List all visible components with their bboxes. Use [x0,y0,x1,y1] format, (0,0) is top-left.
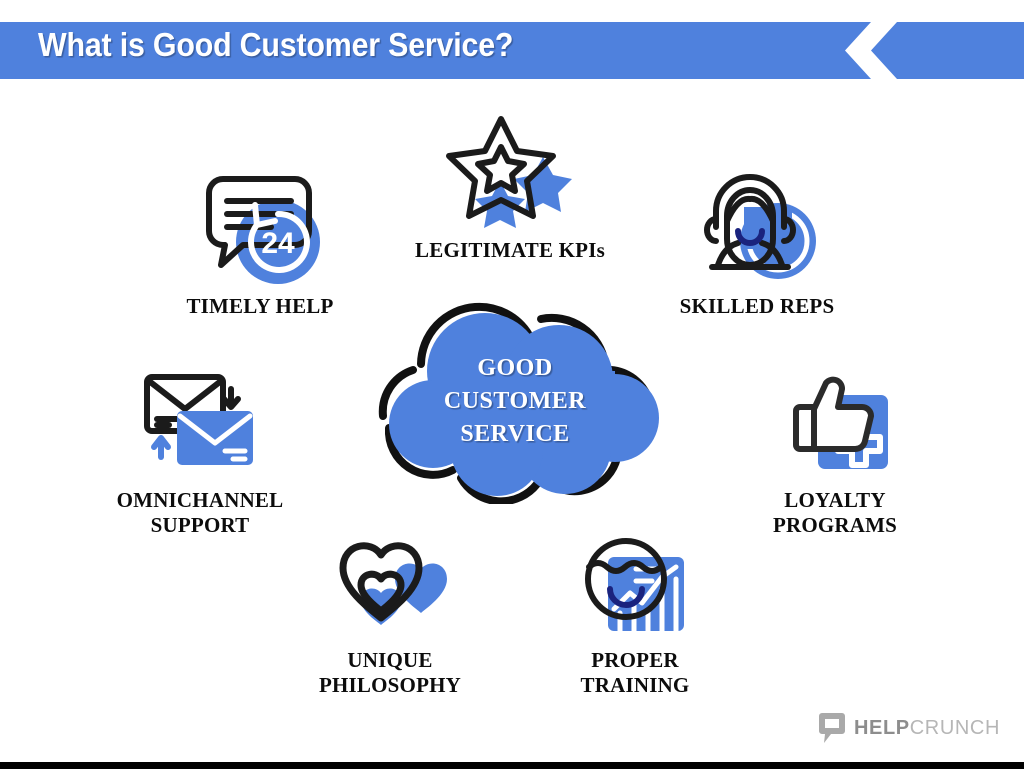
node-label: TIMELY HELP [145,294,375,319]
node-label-line: PROPER [591,648,679,672]
node-unique-philosophy[interactable]: UNIQUE PHILOSOPHY [275,522,505,698]
node-timely-help[interactable]: 24 TIMELY HELP [145,168,375,319]
node-label-line: TIMELY HELP [186,294,334,318]
node-skilled-reps[interactable]: SKILLED REPS [642,168,872,319]
center-cloud-node: GOOD CUSTOMER SERVICE [355,282,675,504]
smiling-face-chart-icon [585,538,684,634]
bottom-rule [0,762,1024,769]
node-label-line: TRAINING [580,673,690,697]
node-label-line: SUPPORT [150,513,250,537]
headset-agent-icon [704,174,816,279]
node-loyalty-programs[interactable]: LOYALTY PROGRAMS [720,362,950,538]
brand-name-bold: HELP [853,716,910,739]
node-label: OMNICHANNEL SUPPORT [85,488,315,538]
chat-bubble-icon [818,713,845,743]
node-icon-wrap [395,112,625,232]
node-icon-wrap [720,362,950,482]
brand-name-light: CRUNCH [909,716,1000,739]
node-icon-wrap [642,168,872,288]
node-proper-training[interactable]: PROPER TRAINING [520,522,750,698]
cloud-icon [378,302,659,504]
node-label-line: UNIQUE [347,648,433,672]
brand-wordmark: HELPCRUNCH [854,717,1000,740]
timely-24-text: 24 [261,227,295,260]
hearts-icon [339,542,447,625]
node-icon-wrap [520,522,750,642]
double-chevron-left-icon [845,22,897,79]
speech-bubble-24h-icon: 24 [206,176,320,284]
star-icon [446,116,572,228]
node-label-line: LOYALTY [784,488,886,512]
node-label-line: LEGITIMATE KPIs [415,238,605,262]
thumbs-up-card-icon [793,376,888,469]
node-label: LOYALTY PROGRAMS [720,488,950,538]
node-label-line: PROGRAMS [772,513,898,537]
helpcrunch-logo: HELPCRUNCH [818,713,1000,743]
node-legitimate-kpis[interactable]: LEGITIMATE KPIs [395,112,625,263]
node-label: UNIQUE PHILOSOPHY [275,648,505,698]
node-label-line: OMNICHANNEL [116,488,284,512]
node-label-line: PHILOSOPHY [318,673,462,697]
node-icon-wrap [85,362,315,482]
node-label: SKILLED REPS [642,294,872,319]
node-label: LEGITIMATE KPIs [395,238,625,263]
node-omnichannel-support[interactable]: OMNICHANNEL SUPPORT [85,362,315,538]
page-title: What is Good Customer Service? [38,26,514,63]
node-icon-wrap: 24 [145,168,375,288]
node-label: PROPER TRAINING [520,648,750,698]
node-label-line: SKILLED REPS [679,294,835,318]
envelopes-exchange-icon [144,374,253,465]
node-icon-wrap [275,522,505,642]
